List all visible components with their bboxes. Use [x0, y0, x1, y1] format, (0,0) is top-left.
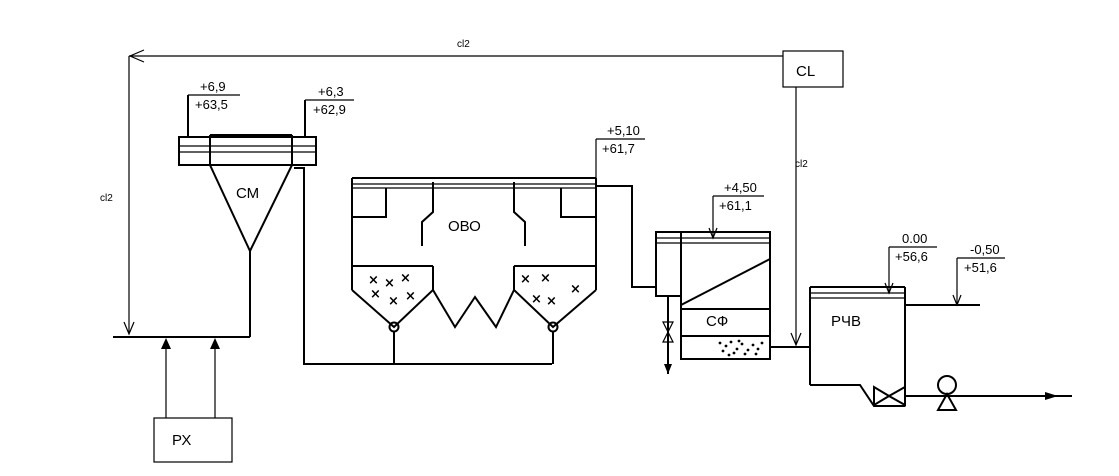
- rchv-label: РЧВ: [831, 313, 861, 330]
- cl-dosing-box: [782, 50, 844, 88]
- sf-label: СФ: [706, 313, 728, 330]
- mixer-outlet-pipe: [294, 167, 552, 365]
- elevation-sm-inlet: +6,9 +63,5: [188, 79, 240, 112]
- clarifier: [351, 177, 597, 364]
- sludge-marks: × × × × × × × × × × ×: [368, 271, 581, 309]
- svg-text:+51,6: +51,6: [964, 260, 997, 275]
- mixer: [178, 95, 317, 337]
- cl2-label-top: cl2: [457, 39, 470, 50]
- elevation-sm-outlet: +6,3 +62,9: [305, 84, 354, 117]
- svg-text:×: ×: [540, 271, 551, 286]
- svg-text:0.00: 0.00: [902, 231, 927, 246]
- svg-text:×: ×: [388, 294, 399, 309]
- ovo-label: ОВО: [448, 218, 481, 235]
- rx-box-label: РХ: [172, 432, 191, 449]
- svg-text:+4,50: +4,50: [724, 180, 757, 195]
- svg-text:×: ×: [520, 272, 531, 287]
- svg-text:-0,50: -0,50: [970, 242, 1000, 257]
- svg-text:+61,7: +61,7: [602, 141, 635, 156]
- filter-media-dots: [718, 339, 764, 357]
- svg-text:×: ×: [370, 287, 381, 302]
- svg-text:+6,3: +6,3: [318, 84, 344, 99]
- svg-text:×: ×: [368, 273, 379, 288]
- filter: [655, 231, 810, 374]
- svg-text:+61,1: +61,1: [719, 198, 752, 213]
- svg-text:×: ×: [570, 282, 581, 297]
- clean-water-tank: [809, 286, 1072, 411]
- svg-text:×: ×: [546, 294, 557, 309]
- chlorine-line-top: [128, 49, 783, 63]
- elevation-outlet: -0,50 +51,6: [952, 242, 1005, 307]
- svg-text:×: ×: [384, 276, 395, 291]
- cl2-label-right: cl2: [795, 159, 808, 170]
- elevation-ovo: +5,10 +61,7: [595, 123, 645, 178]
- cl2-label-left: cl2: [100, 193, 113, 204]
- reagent-box: [153, 417, 233, 463]
- svg-text:+63,5: +63,5: [195, 97, 228, 112]
- svg-text:+56,6: +56,6: [895, 249, 928, 264]
- chlorine-line-left: [123, 56, 135, 336]
- svg-text:×: ×: [400, 271, 411, 286]
- cl-box-label: CL: [796, 63, 815, 80]
- svg-text:+6,9: +6,9: [200, 79, 226, 94]
- clarifier-outlet-pipe: [596, 185, 657, 288]
- svg-text:×: ×: [405, 289, 416, 304]
- elevation-sf: +4,50 +61,1: [708, 180, 764, 240]
- svg-text:×: ×: [531, 292, 542, 307]
- elevation-rchv: 0.00 +56,6: [884, 231, 937, 295]
- svg-text:+5,10: +5,10: [607, 123, 640, 138]
- chlorine-line-right: [790, 87, 802, 347]
- svg-text:+62,9: +62,9: [313, 102, 346, 117]
- sm-label: СМ: [236, 185, 259, 202]
- reagent-feed-lines: [161, 338, 220, 418]
